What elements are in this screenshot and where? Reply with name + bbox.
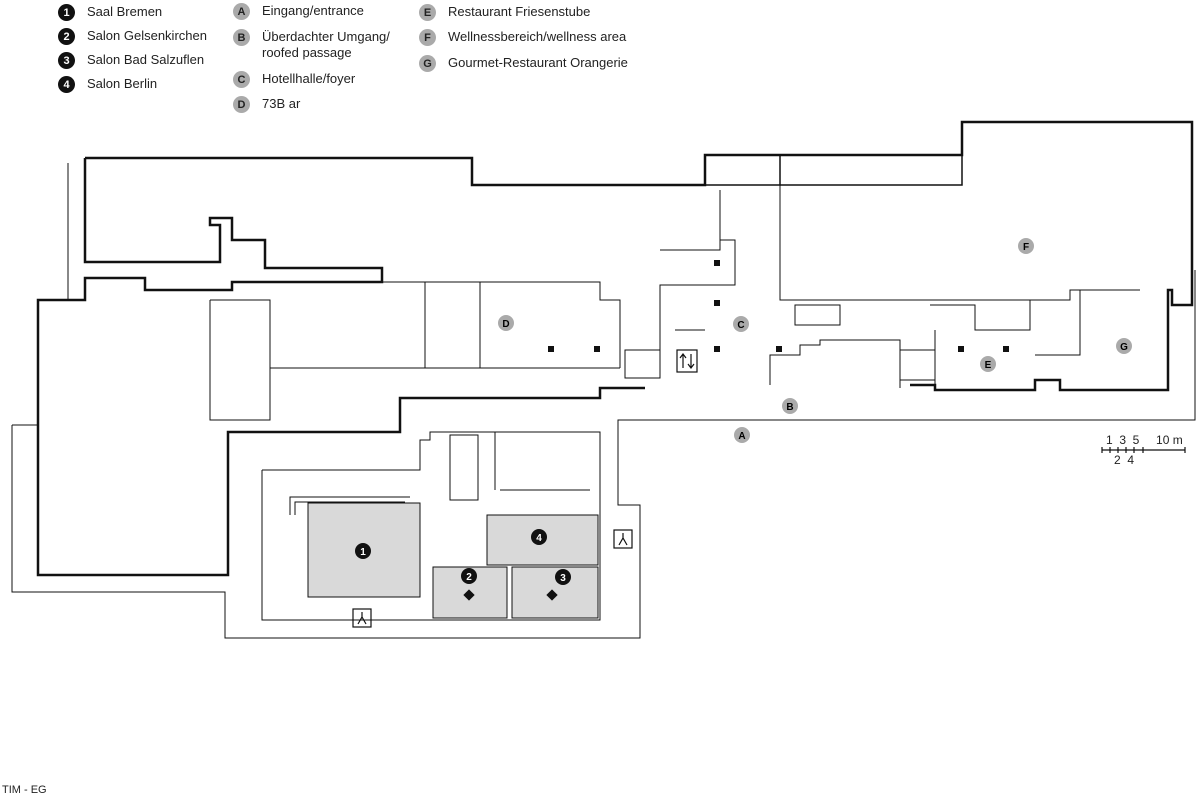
svg-text:B: B xyxy=(786,402,793,413)
legend-item-3: 3 Salon Bad Salzuflen xyxy=(58,52,204,69)
legend-label: Eingang/entrance xyxy=(262,3,364,18)
legend-item-c: C Hotellhalle/foyer xyxy=(233,71,355,88)
legend-item-a: A Eingang/entrance xyxy=(233,3,364,20)
svg-text:4: 4 xyxy=(536,533,542,544)
scale-label-top: 1 3 5 10 m xyxy=(1106,433,1183,447)
marker-1: 1 xyxy=(355,543,371,559)
marker-g: G xyxy=(1116,338,1132,354)
letter-badge: D xyxy=(233,96,250,113)
emergency-exit-icon xyxy=(352,529,633,628)
svg-text:1: 1 xyxy=(360,547,366,558)
legend-label: 73B ar xyxy=(262,96,301,111)
legend-item-b: B Überdachter Umgang/ roofed passage xyxy=(233,29,412,61)
letter-badge: A xyxy=(233,3,250,20)
scale-bar xyxy=(1101,447,1186,453)
legend-item-f: F Wellnessbereich/wellness area xyxy=(419,29,626,46)
columns xyxy=(463,260,1009,601)
letter-badge: E xyxy=(419,4,436,21)
legend-item-e: E Restaurant Friesenstube xyxy=(419,4,590,21)
svg-text:G: G xyxy=(1120,342,1128,353)
letter-badge: F xyxy=(419,29,436,46)
plan-markers: A B C D E F G 1 2 3 4 xyxy=(355,238,1132,585)
legend-label: Wellnessbereich/wellness area xyxy=(448,29,627,44)
legend-item-2: 2 Salon Gelsenkirchen xyxy=(58,28,207,45)
number-badge: 3 xyxy=(58,52,75,69)
legend-label: Salon Gelsenkirchen xyxy=(87,28,207,43)
legend-item-1: 1 Saal Bremen xyxy=(58,4,162,21)
marker-b: B xyxy=(782,398,798,414)
meeting-area xyxy=(261,431,601,621)
number-badge: 4 xyxy=(58,76,75,93)
legend-item-d: D 73B ar xyxy=(233,96,300,113)
marker-c: C xyxy=(733,316,749,332)
legend-label: Überdachter Umgang/ roofed passage xyxy=(262,29,390,60)
legend-label: Salon Bad Salzuflen xyxy=(87,52,205,67)
scale-label-bottom: 2 4 xyxy=(1114,453,1135,467)
svg-text:2: 2 xyxy=(466,572,472,583)
legend-item-g: G Gourmet-Restaurant Orangerie xyxy=(419,55,628,72)
marker-a: A xyxy=(734,427,750,443)
marker-d: D xyxy=(498,315,514,331)
legend-label: Salon Berlin xyxy=(87,76,158,91)
legend-label: Hotellhalle/foyer xyxy=(262,71,356,86)
legend-label: Gourmet-Restaurant Orangerie xyxy=(448,55,628,70)
svg-text:E: E xyxy=(985,360,992,371)
marker-e: E xyxy=(980,356,996,372)
elevator-icon xyxy=(676,349,698,373)
svg-text:3: 3 xyxy=(560,573,566,584)
stairs xyxy=(449,304,936,501)
letter-badge: B xyxy=(233,29,250,46)
outer-thin-walls xyxy=(11,163,1196,639)
svg-text:C: C xyxy=(737,320,744,331)
svg-text:D: D xyxy=(502,319,509,330)
number-badge: 2 xyxy=(58,28,75,45)
legend-label: Saal Bremen xyxy=(87,4,163,19)
outer-walls xyxy=(36,120,1194,577)
svg-text:A: A xyxy=(738,431,745,442)
legend-item-4: 4 Salon Berlin xyxy=(58,76,157,93)
marker-2: 2 xyxy=(461,568,477,584)
legend-label: Restaurant Friesenstube xyxy=(448,4,591,19)
letter-badge: G xyxy=(419,55,436,72)
marker-4: 4 xyxy=(531,529,547,545)
marker-f: F xyxy=(1018,238,1034,254)
plan-id: TIM - EG xyxy=(2,784,47,796)
letter-badge: C xyxy=(233,71,250,88)
svg-text:F: F xyxy=(1023,242,1029,253)
number-badge: 1 xyxy=(58,4,75,21)
marker-3: 3 xyxy=(555,569,571,585)
